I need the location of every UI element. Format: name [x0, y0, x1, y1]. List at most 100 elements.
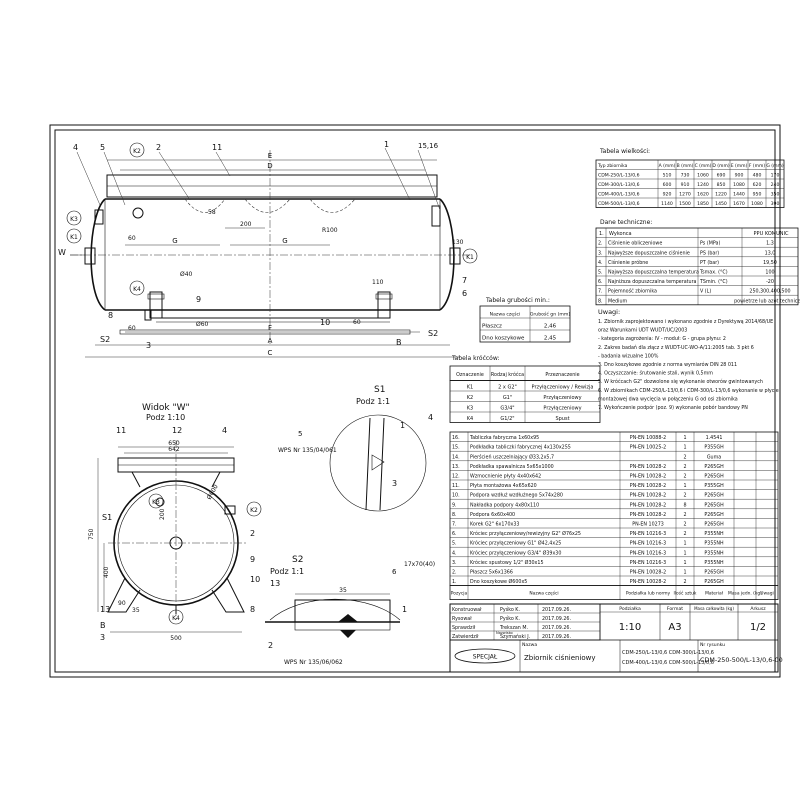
dim-60a: 60: [128, 235, 136, 242]
side-label-10: 10: [250, 575, 260, 584]
tech-row-r4-c1: Najniższa dopuszczalna temperatura: [608, 279, 697, 285]
nozzle-row-r2-c1: G3/4": [500, 406, 514, 412]
part-row-r9-c0: 7.: [452, 522, 457, 528]
part-row-r13-c1: Króciec spustowy 1/2" Ø30x15: [470, 559, 544, 566]
part-row-r14-c1: Płaszcz 5x6x1366: [470, 570, 513, 576]
note-line-5: 3. Dno koszykowe zgodnie z norma wymiaró…: [598, 361, 737, 368]
dim-35-side: 35: [132, 607, 140, 614]
support-left: [149, 291, 163, 319]
dim-60b: 60: [128, 325, 136, 332]
part-row-r8-c0: 8.: [452, 512, 457, 518]
nozzle-head-r0-c2: Przeznaczenie: [545, 372, 579, 378]
part-row-r6-c3: 2: [683, 493, 686, 499]
dim-row-r3-c3: 1850: [697, 201, 709, 207]
part-row-r15-c3: 2: [683, 579, 686, 585]
support-right: [377, 291, 391, 319]
dim-row-r3-c2: 1500: [679, 201, 691, 207]
detail-s1-title: S1: [374, 385, 385, 395]
part-row-r12-c1: Króciec przyłączeniowy G3/4" Ø39x30: [470, 549, 561, 556]
tech-row-r0-c2: Ps (MPa): [700, 241, 720, 247]
tech-row-r5-c3: 250,300,400,500: [749, 289, 790, 295]
nozzle-row-r2-c2: Przyłączeniowy: [543, 406, 581, 412]
dim-e: E: [268, 152, 272, 160]
part-row-r10-c0: 6.: [452, 531, 457, 537]
weld-symbol-5: 5: [298, 430, 302, 438]
label-b: B: [396, 338, 402, 347]
note-line-9: montażowej dwa wycięcia w połączeniu G o…: [598, 396, 738, 402]
part-row-r14-c3: 1: [683, 570, 686, 576]
role-0-name: Konstruował: [452, 607, 482, 613]
part-row-r11-c1: Króciec przyłączeniowy G1" Ø42,4x25: [470, 540, 561, 547]
side-nozzle-k1: [169, 536, 183, 550]
dim-row-r1-c4: 850: [717, 182, 726, 188]
part-row-r11-c3: 1: [683, 541, 686, 547]
label-7: 7: [462, 276, 467, 285]
nozzle-table-title: Tabela króćców:: [451, 355, 499, 362]
side-label-4: 4: [222, 426, 227, 435]
dim-g2: G: [282, 237, 287, 245]
side-balloon-k3: [148, 493, 164, 509]
dim-row-r1-c5: 1080: [733, 182, 745, 188]
dim-row-r3-c6: 1080: [751, 201, 763, 207]
weld-symbol-6: 6: [392, 568, 397, 576]
parts-footer-0: Pozycja: [451, 591, 468, 597]
part-row-r9-c1: Korek G2" 6x170x33: [470, 522, 519, 528]
balloon-k1-right: [462, 248, 478, 264]
wps-s2: WPS Nr 135/06/062: [284, 659, 343, 666]
part-row-r13-c3: 1: [683, 560, 686, 566]
s2-label-13: 13: [270, 579, 280, 588]
dim-head-r0-c3: C (mm): [695, 163, 712, 169]
dim-row-r2-c7: 350: [771, 192, 780, 198]
part-row-r0-c0: 16.: [452, 435, 460, 441]
part-row-r5-c3: 1: [683, 483, 686, 489]
tech-row-r2-c3: 19,50: [763, 260, 777, 266]
part-row-r1-c0: 15.: [452, 445, 460, 451]
part-row-r14-c2: PN-EN 10028-2: [630, 570, 666, 576]
dim-row-r0-c0: CDM-250/L-13/0,6: [598, 173, 640, 179]
dim-head-r0-c4: D (mm): [712, 163, 729, 169]
s1-label-3: 3: [392, 479, 397, 488]
s1-label-4: 4: [428, 413, 433, 422]
part-row-r7-c1: Nakładka podpory 4x80x110: [470, 502, 539, 508]
part-row-r3-c3: 2: [683, 464, 686, 470]
dim-110: 110: [372, 279, 384, 286]
dim-row-r3-c0: CDM-500/L-13/0,6: [598, 201, 640, 207]
dim-642: 642: [168, 446, 180, 453]
part-row-r0-c4: 1.4541: [706, 435, 723, 441]
tech-row-r1-c3: 13,0: [765, 250, 776, 256]
nozzle-k1-right: [449, 247, 461, 265]
part-row-r11-c2: PN-EN 10216-3: [630, 541, 666, 547]
note-line-8: 6. W zbiornikach CDM-250/L-13/0,6 i CDM-…: [598, 388, 779, 394]
part-row-r15-c2: PN-EN 10028-2: [630, 579, 666, 585]
dim-row-r1-c7: 240: [771, 182, 780, 188]
detail-s1-scale: Podz 1:1: [356, 397, 390, 406]
dim-650: 650: [168, 440, 180, 447]
tech-row-r0-c3: 1,3: [766, 241, 774, 247]
side-label-13: 13: [100, 605, 110, 614]
dim-f: F: [268, 324, 272, 332]
drawing-no-label: Nr rysunku: [700, 642, 725, 648]
part-row-r5-c1: Płyta montażowa 4x65x620: [470, 483, 537, 489]
dim-200-side: 200: [159, 508, 166, 520]
part-row-r5-c2: PN-EN 10028-2: [630, 483, 666, 489]
part-row-r1-c3: 1: [683, 445, 686, 451]
dim-row-r1-c3: 1240: [697, 182, 709, 188]
tech-row-r3-c3: 100: [765, 270, 774, 276]
side-view: Widok "W" Podz 1:10 650 642 500 750 400 …: [88, 403, 262, 642]
nozzle-k1-left: [84, 247, 96, 265]
tech-head-label: Wykonca: [609, 231, 632, 237]
label-9: 9: [196, 295, 201, 304]
side-view-scale: Podz 1:10: [146, 413, 185, 422]
part-row-r3-c1: Podkładka spawalnicza 5x65x1000: [470, 464, 554, 470]
company-logo-text: SPECJAŁ: [473, 654, 498, 661]
s2-label-2: 2: [268, 641, 273, 650]
note-line-3: 2. Zakres badań dla złącz z WUDT-UC-WO-A…: [598, 344, 754, 351]
outer-border: [49, 124, 781, 678]
dim-400: 400: [103, 566, 110, 578]
models-line-1: CDM-250/L-13/0,6 CDM-300/L-13/0,6: [622, 650, 714, 656]
part-row-r4-c0: 12.: [452, 474, 460, 480]
